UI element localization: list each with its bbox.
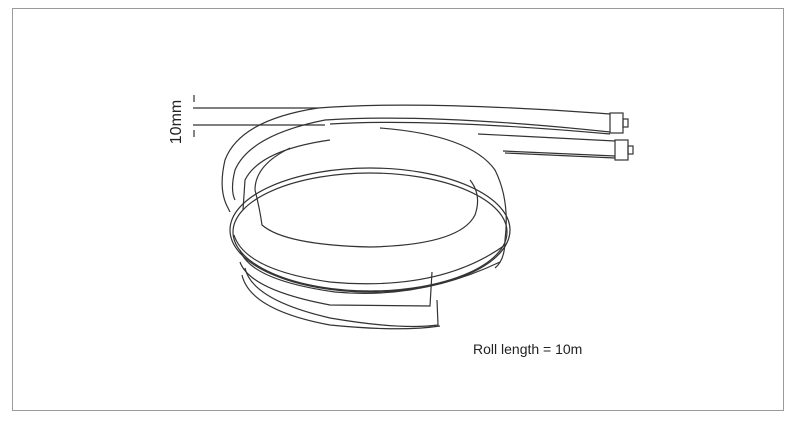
width-label-text: 10mm [168, 99, 186, 145]
roll-length-label: Roll length = 10m [473, 341, 583, 357]
diagram-frame [12, 8, 784, 411]
connector-icon [609, 112, 634, 161]
coil-loops [221, 107, 511, 330]
strip-ends [317, 104, 616, 159]
dimension-marks [193, 95, 325, 137]
width-dimension-label: 10mm [157, 92, 197, 152]
